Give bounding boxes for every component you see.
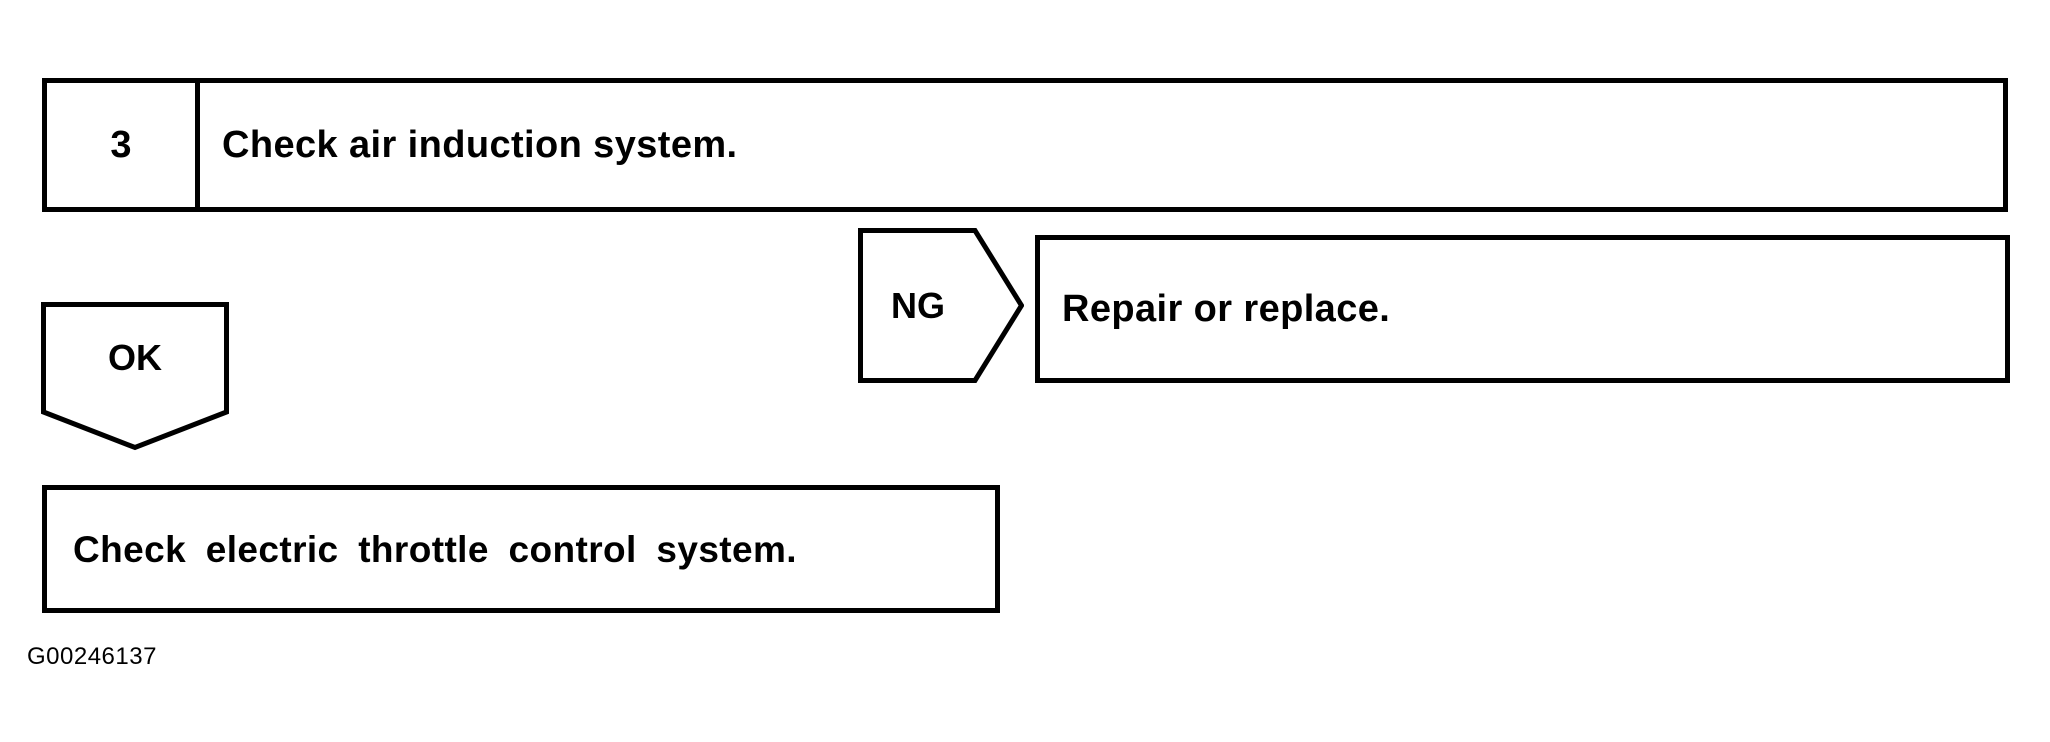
ok-result-text: Check electric throttle control system. [73,528,797,570]
ok-branch-arrow: OK [38,299,232,452]
ng-result-box: Repair or replace. [1035,235,2010,383]
step-number-cell: 3 [47,83,200,207]
ok-arrow-shape [41,302,229,451]
ok-result-box: Check electric throttle control system. [42,485,1000,613]
step-instruction: Check air induction system. [222,124,738,166]
ng-arrow-shape [858,228,1024,383]
step-box: 3 Check air induction system. [42,78,2008,212]
ok-branch-label: OK [108,337,162,378]
figure-reference-id: G00246137 [27,643,157,670]
ng-branch-arrow: NG [858,228,1024,383]
ng-result-text: Repair or replace. [1062,288,1391,330]
step-number: 3 [110,124,132,166]
ng-branch-label: NG [891,284,945,326]
step-instruction-cell: Check air induction system. [200,83,2003,207]
